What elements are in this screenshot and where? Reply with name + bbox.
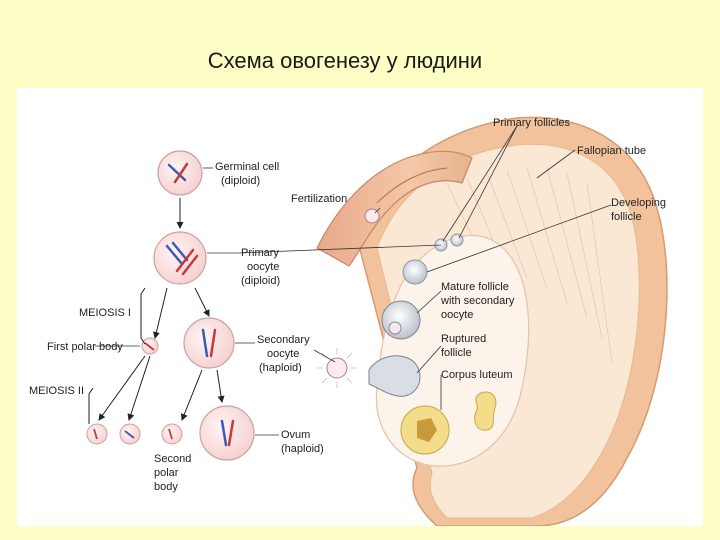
label-fallopian-tube: Fallopian tube — [577, 145, 646, 157]
label-secondary-oocyte-3: (haploid) — [259, 362, 302, 374]
ovum-cell — [199, 405, 255, 461]
arrow — [194, 287, 210, 317]
label-fertilization: Fertilization — [291, 193, 347, 205]
primary-follicle-2 — [450, 233, 464, 247]
arrow — [180, 369, 203, 421]
arrow — [98, 355, 146, 421]
label-germinal-cell-2: (diploid) — [221, 175, 260, 187]
label-developing-follicle-2: follicle — [611, 211, 642, 223]
polar-body-1 — [86, 423, 108, 445]
chromosome — [201, 328, 209, 358]
uterus-ovary-anatomy — [316, 116, 668, 526]
corona-radiata — [317, 348, 357, 388]
secondary-oocyte-cell — [183, 317, 235, 369]
first-polar-body-cell — [141, 337, 159, 355]
label-secondary-oocyte-2: oocyte — [267, 348, 299, 360]
tube-lumen — [376, 167, 448, 204]
page-title: Схема овогенезу у людини — [207, 48, 483, 73]
label-ovum-2: (haploid) — [281, 443, 324, 455]
label-mature-follicle-2: with secondary — [440, 295, 515, 307]
mature-follicle-oocyte — [388, 321, 402, 335]
leader-lines — [95, 125, 612, 436]
mature-follicle-shape — [381, 300, 421, 340]
chromosome — [167, 163, 187, 182]
label-ruptured-follicle-2: follicle — [441, 347, 472, 359]
label-second-polar-body-1: Second — [154, 453, 191, 465]
label-secondary-oocyte-1: Secondary — [257, 334, 310, 346]
ruptured-follicle-shape — [368, 355, 421, 397]
chromosome — [220, 419, 228, 447]
label-primary-oocyte-3: (diploid) — [241, 275, 280, 287]
label-second-polar-body-3: body — [154, 481, 178, 493]
label-meiosis-1: MEIOSIS I — [79, 307, 131, 319]
label-primary-oocyte-1: Primary — [241, 247, 279, 259]
label-developing-follicle-1: Developing — [611, 197, 666, 209]
label-corpus-luteum: Corpus luteum — [441, 369, 513, 381]
polar-body-2 — [119, 423, 141, 445]
label-germinal-cell-1: Germinal cell — [215, 161, 279, 173]
oogenesis-diagram: Germinal cell (diploid) Primary oocyte (… — [29, 116, 668, 526]
primary-oocyte-cell — [153, 231, 207, 285]
chromosome — [144, 342, 155, 351]
label-mature-follicle-1: Mature follicle — [441, 281, 509, 293]
corpus-albicans-shape — [474, 391, 497, 431]
label-ovum-1: Ovum — [281, 429, 310, 441]
developing-follicle-shape — [402, 259, 428, 285]
label-meiosis-2: MEIOSIS II — [29, 385, 84, 397]
meiosis-1-bracket — [140, 287, 146, 345]
germinal-cell — [157, 150, 203, 196]
label-primary-follicles: Primary follicles — [493, 117, 571, 129]
label-ruptured-follicle-1: Ruptured — [441, 333, 486, 345]
oogenesis-figure: Germinal cell (diploid) Primary oocyte (… — [17, 88, 703, 526]
second-polar-body-cell — [161, 423, 183, 445]
ovulated-oocyte — [326, 357, 348, 379]
arrow — [216, 369, 225, 403]
tissue-fibers — [446, 167, 613, 364]
chromosome — [165, 241, 189, 266]
chromosome — [209, 328, 217, 358]
fallopian-tube-shape — [316, 150, 473, 267]
arrow — [152, 287, 168, 339]
corpus-luteum-core — [417, 418, 437, 442]
label-first-polar-body: First polar body — [47, 341, 123, 353]
arrow — [127, 355, 151, 421]
chromosome — [227, 419, 235, 447]
label-primary-oocyte-2: oocyte — [247, 261, 279, 273]
label-mature-follicle-3: oocyte — [441, 309, 473, 321]
meiosis-2-bracket — [88, 387, 94, 424]
chromosome — [173, 162, 189, 184]
chromosome — [175, 248, 199, 276]
label-second-polar-body-2: polar — [154, 467, 179, 479]
